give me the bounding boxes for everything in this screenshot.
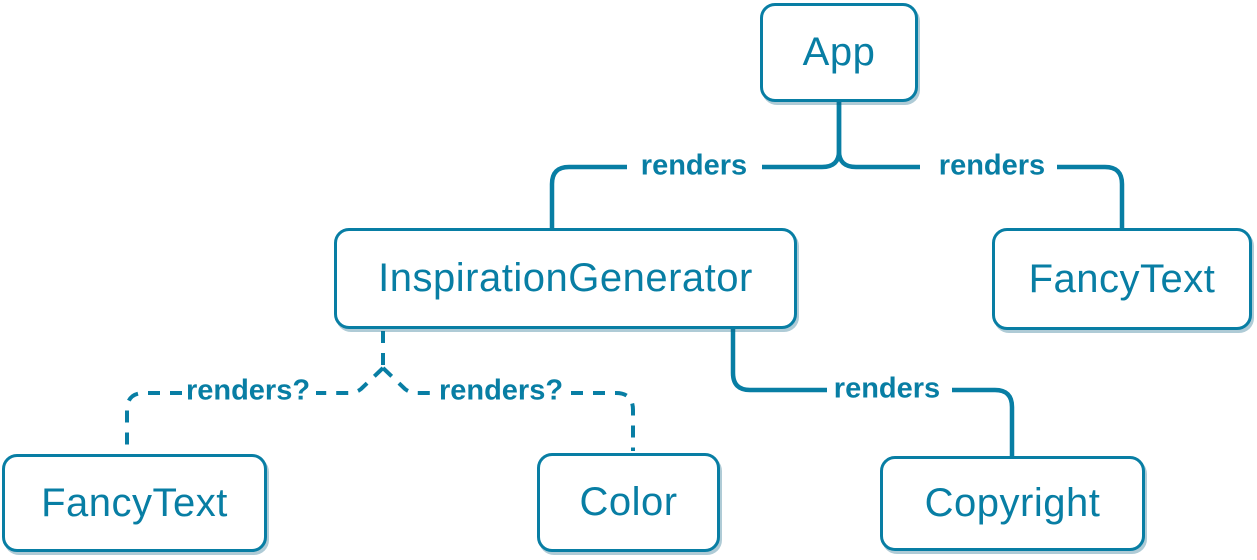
node-fancytext-top-label: FancyText bbox=[1028, 256, 1216, 301]
edge-label-renders-left: renders bbox=[640, 149, 748, 182]
node-inspiration-generator-label: InspirationGenerator bbox=[378, 256, 753, 300]
node-fancytext-bottom-label: FancyText bbox=[41, 480, 228, 525]
edge-label-renders-question-right: renders? bbox=[438, 374, 564, 407]
node-copyright-label: Copyright bbox=[924, 481, 1101, 525]
edge-label-renders-right: renders bbox=[938, 149, 1046, 182]
edge-inspirationgenerator-copyright bbox=[730, 329, 1015, 456]
node-app: App bbox=[760, 3, 918, 102]
node-fancytext-bottom: FancyText bbox=[2, 454, 267, 552]
edge-inspirationgenerator-color-dashed bbox=[381, 366, 635, 451]
node-color-label: Color bbox=[579, 480, 678, 524]
edge-label-renders-copyright: renders bbox=[833, 372, 941, 405]
edge-inspirationgenerator-fancytext-dashed bbox=[125, 331, 385, 452]
node-color: Color bbox=[537, 453, 720, 552]
node-fancytext-top: FancyText bbox=[992, 228, 1252, 330]
node-app-label: App bbox=[802, 30, 876, 74]
node-inspiration-generator: InspirationGenerator bbox=[334, 228, 797, 329]
edge-app-fancytext bbox=[836, 102, 1125, 228]
edge-label-renders-question-left: renders? bbox=[185, 374, 311, 407]
node-copyright: Copyright bbox=[880, 456, 1145, 551]
